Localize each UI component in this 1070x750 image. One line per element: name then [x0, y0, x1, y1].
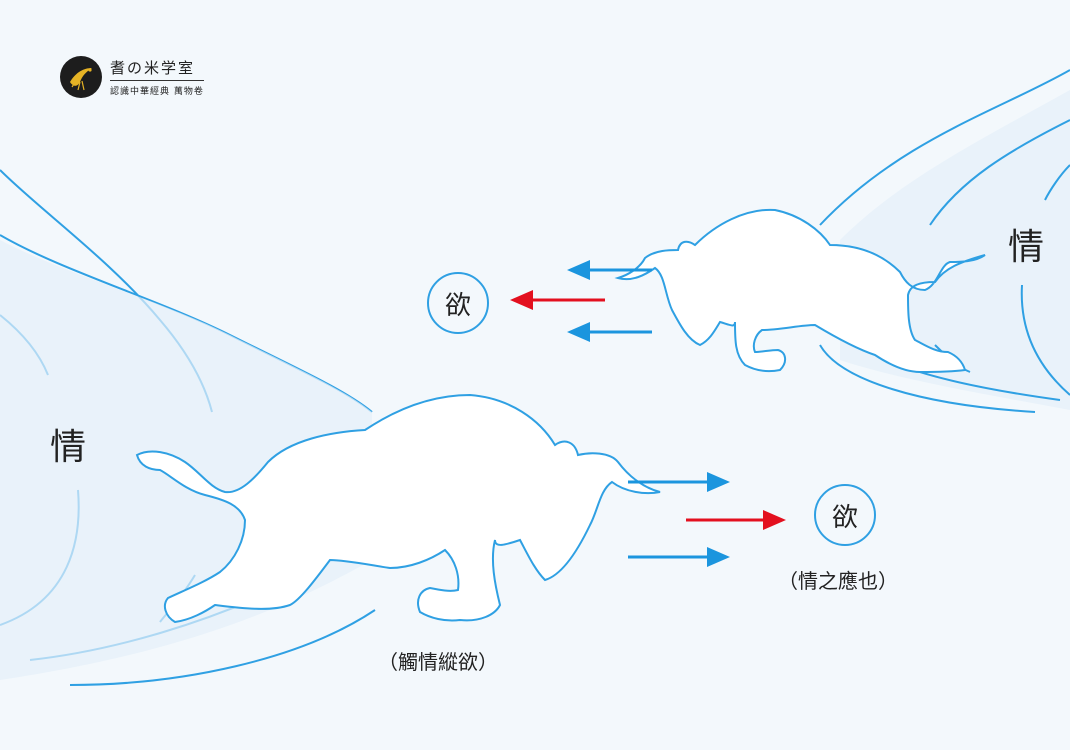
logo-title: 耆の米学室 — [110, 57, 204, 81]
arrows-top — [510, 260, 652, 342]
qing-left-label: 情 — [50, 427, 87, 468]
brand-logo: 耆の米学室 認識中華經典 萬物卷 — [60, 56, 204, 98]
caption-right: （情之應也） — [778, 569, 898, 593]
phoenix-logo-icon — [60, 56, 102, 98]
bull-small — [614, 208, 986, 374]
caption-left: （觸情縱欲） — [378, 650, 498, 674]
qing-right-label: 情 — [1008, 227, 1045, 268]
bull-large — [135, 393, 661, 624]
arrows-bottom — [628, 472, 786, 567]
logo-subtitle: 認識中華經典 萬物卷 — [110, 87, 204, 97]
yu-circle-top: 欲 — [427, 272, 489, 334]
yu-circle-bottom: 欲 — [814, 484, 876, 546]
